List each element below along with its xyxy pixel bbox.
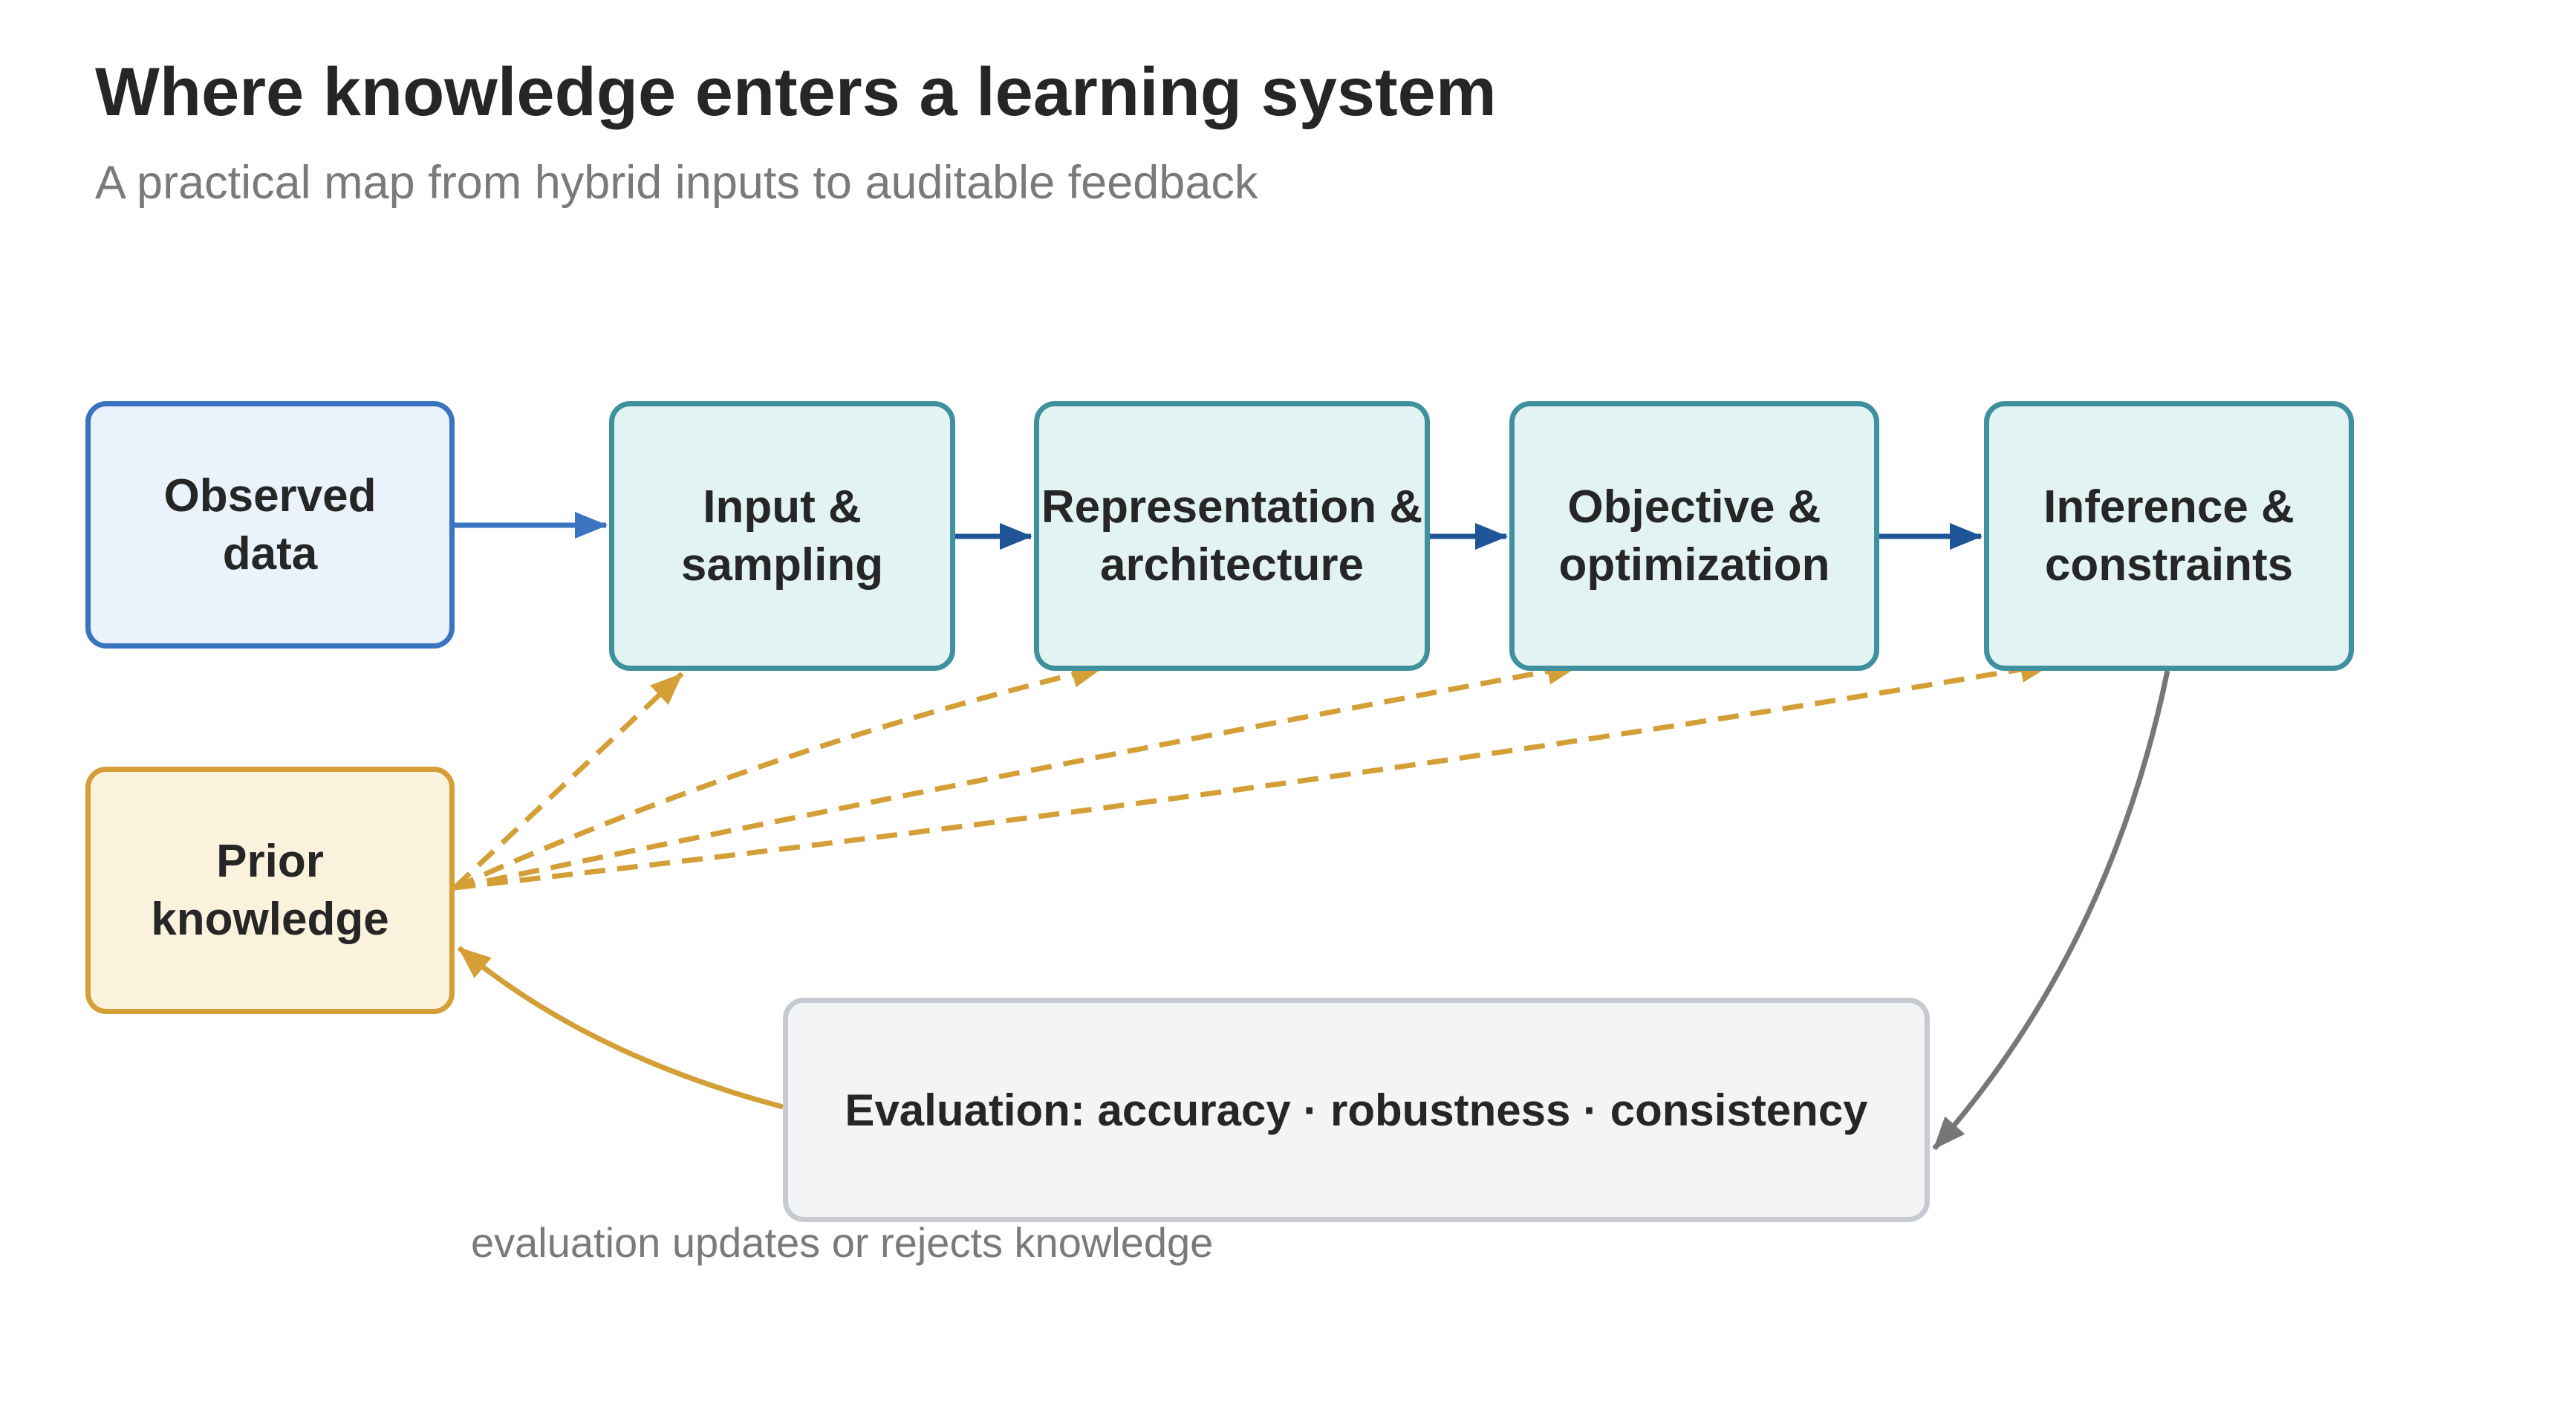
node-label: Observed bbox=[163, 470, 377, 522]
node-label: constraints bbox=[2044, 539, 2294, 591]
page-subtitle: A practical map from hybrid inputs to au… bbox=[95, 157, 1258, 209]
arrow-prior-to-objective bbox=[454, 657, 1580, 891]
node-label: data bbox=[222, 527, 318, 579]
node-label: architecture bbox=[1100, 539, 1364, 591]
node-objective-optimization: Objective & optimization bbox=[1509, 401, 1879, 671]
feedback-note: evaluation updates or rejects knowledge bbox=[471, 1219, 1214, 1266]
node-label: Input & bbox=[703, 481, 862, 533]
arrow-prior-to-input bbox=[452, 672, 684, 890]
node-label: knowledge bbox=[151, 893, 389, 945]
node-label: Representation & bbox=[1041, 481, 1423, 533]
node-label: Inference & bbox=[2043, 481, 2294, 533]
arrow-inference-to-evaluation bbox=[1932, 670, 2170, 1151]
node-input-sampling: Input & sampling bbox=[609, 401, 955, 671]
node-inference-constraints: Inference & constraints bbox=[1984, 401, 2354, 671]
node-prior-knowledge: Prior knowledge bbox=[85, 767, 455, 1014]
page-title: Where knowledge enters a learning system bbox=[95, 54, 1497, 130]
node-label: Prior bbox=[216, 836, 324, 887]
node-label: optimization bbox=[1558, 539, 1830, 591]
node-label: Evaluation: accuracy · robustness · cons… bbox=[845, 1085, 1868, 1135]
arrow-evaluation-to-prior bbox=[457, 946, 784, 1110]
node-representation-architecture: Representation & architecture bbox=[1034, 401, 1430, 671]
node-label: sampling bbox=[680, 539, 884, 591]
arrow-prior-to-representation bbox=[453, 661, 1105, 891]
arrow-prior-to-inference bbox=[454, 656, 2053, 891]
node-evaluation: Evaluation: accuracy · robustness · cons… bbox=[783, 998, 1930, 1222]
node-label: Objective & bbox=[1567, 481, 1821, 533]
